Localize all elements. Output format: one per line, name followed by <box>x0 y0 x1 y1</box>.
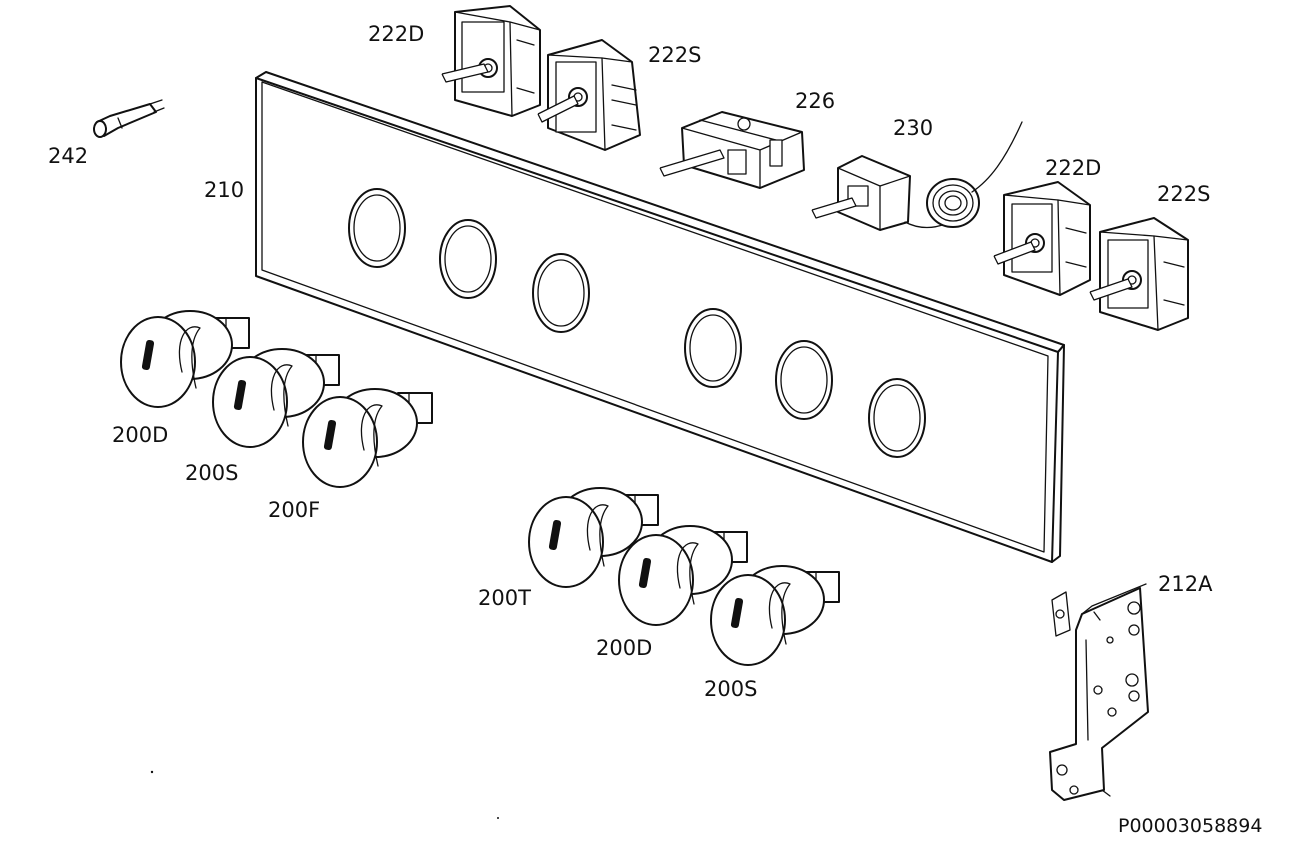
label-200d: 200D <box>112 423 168 447</box>
knob-hole <box>684 308 742 388</box>
energy-regulator-switch <box>1089 217 1189 331</box>
control-panel <box>255 71 1065 563</box>
energy-regulator-switch <box>993 181 1091 296</box>
label-222d: 222D <box>1045 156 1101 180</box>
control-knob <box>212 348 340 448</box>
label-200s: 200S <box>185 461 238 485</box>
energy-regulator-switch <box>441 5 541 117</box>
knob-hole <box>775 340 833 420</box>
label-230: 230 <box>893 116 933 140</box>
control-knob <box>120 310 250 408</box>
label-222s: 222S <box>648 43 701 67</box>
label-200f: 200F <box>268 498 320 522</box>
indicator-lamp <box>93 99 165 138</box>
label-222s: 222S <box>1157 182 1210 206</box>
control-knob <box>528 487 659 588</box>
label-212a: 212A <box>1158 572 1213 596</box>
label-200d: 200D <box>596 636 652 660</box>
energy-regulator-switch <box>537 39 641 151</box>
thermostat <box>811 121 1023 231</box>
knob-hole <box>439 219 497 299</box>
label-200s: 200S <box>704 677 757 701</box>
label-242: 242 <box>48 144 88 168</box>
drawing-code: P00003058894 <box>1118 815 1262 837</box>
mounting-bracket <box>1049 583 1149 801</box>
control-knob <box>302 388 433 488</box>
knob-hole <box>868 378 926 458</box>
control-knob <box>618 525 748 626</box>
selector-switch <box>659 111 805 189</box>
label-200t: 200T <box>478 586 531 610</box>
knob-hole <box>348 188 406 268</box>
label-226: 226 <box>795 89 835 113</box>
label-210: 210 <box>204 178 244 202</box>
knob-hole <box>532 253 590 333</box>
label-222d: 222D <box>368 22 424 46</box>
control-knob <box>710 565 840 666</box>
